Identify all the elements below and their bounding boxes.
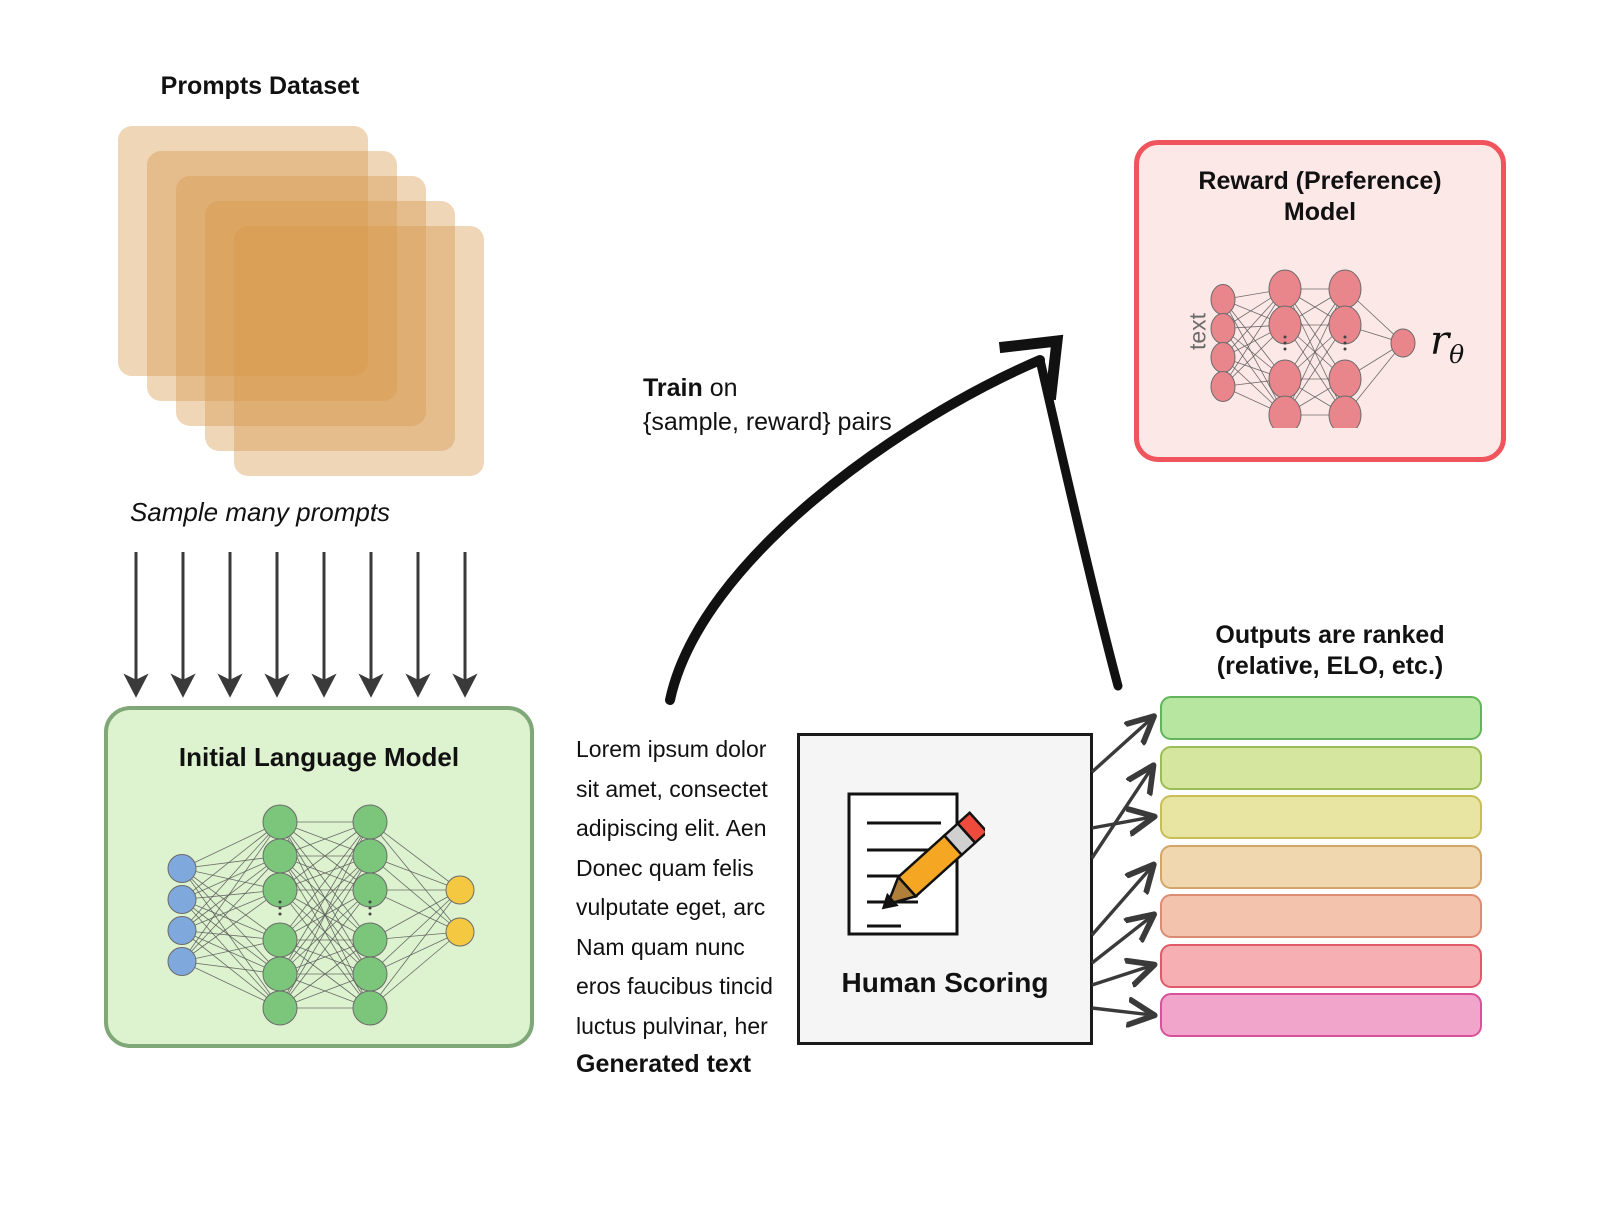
network-node xyxy=(1210,371,1236,402)
generated-text-line: sit amet, consectet xyxy=(576,775,768,802)
network-node xyxy=(262,990,298,1026)
generated-text-line: Lorem ipsum dolor xyxy=(576,736,767,762)
reward-output-symbol: rθ xyxy=(1430,318,1464,369)
network-ellipsis-dot xyxy=(1343,341,1347,345)
network-edge xyxy=(181,868,281,941)
ranked-output-bar[interactable] xyxy=(1160,795,1482,839)
generated-text-line: vulputate eget, arc xyxy=(576,894,766,921)
network-ellipsis-dot xyxy=(1283,341,1287,345)
generated-text-line: Nam quam nunc xyxy=(576,933,745,960)
network-edge xyxy=(369,931,461,1009)
prompt-card xyxy=(234,226,484,476)
network-edge xyxy=(181,868,281,1009)
network-node xyxy=(167,947,197,976)
prompts-dataset-stack xyxy=(118,126,488,476)
network-edge xyxy=(279,889,371,1009)
outputs-ranked-title: Outputs are ranked (relative, ELO, etc.) xyxy=(1150,620,1510,683)
reward-model-network-icon xyxy=(1210,269,1416,428)
sample-many-prompts-caption: Sample many prompts xyxy=(129,497,391,527)
network-edge xyxy=(181,821,281,869)
prompt-card xyxy=(118,126,368,376)
network-edge xyxy=(181,889,281,962)
ranked-output-bar[interactable] xyxy=(1160,844,1482,889)
network-edge xyxy=(181,821,281,900)
network-ellipsis-dot xyxy=(1283,335,1287,339)
network-node xyxy=(167,916,197,945)
generated-text-line: Donec quam felis xyxy=(576,854,754,881)
ranked-output-bar[interactable] xyxy=(1160,943,1482,988)
reward-model-title: Reward (Preference) Model xyxy=(1134,166,1506,229)
ranked-output-bar[interactable] xyxy=(1160,894,1482,938)
network-edge xyxy=(181,821,281,931)
generated-text-label: Generated text xyxy=(576,1050,752,1078)
network-node xyxy=(167,854,197,883)
ranked-output-bar[interactable] xyxy=(1160,993,1482,1037)
network-ellipsis-dot xyxy=(368,900,372,904)
network-edge xyxy=(181,961,281,1009)
network-edge xyxy=(369,821,461,933)
reward-model-box xyxy=(1134,140,1506,462)
network-ellipsis-dot xyxy=(278,906,282,910)
network-edge xyxy=(181,855,281,962)
network-edge xyxy=(181,855,281,900)
prompt-card xyxy=(147,151,397,401)
reward-symbol-theta: θ xyxy=(1449,340,1465,369)
network-ellipsis-dot xyxy=(368,912,372,916)
initial-language-model-title: Initial Language Model xyxy=(178,742,460,772)
network-node xyxy=(1268,395,1302,428)
network-node xyxy=(445,917,475,947)
network-ellipsis-dot xyxy=(1283,347,1287,351)
network-edge xyxy=(1222,299,1286,416)
prompts-dataset-title: Prompts Dataset xyxy=(160,72,360,100)
network-edge xyxy=(369,855,461,933)
network-node xyxy=(445,875,475,905)
prompt-card xyxy=(176,176,426,426)
generated-text-line: adipiscing elit. Aen xyxy=(576,815,767,842)
network-edge xyxy=(369,889,461,975)
language-model-network-icon xyxy=(167,804,475,1026)
human-scoring-label: Human Scoring xyxy=(841,967,1049,998)
network-node xyxy=(167,885,197,914)
reward-symbol-r: r xyxy=(1430,318,1450,364)
network-edge xyxy=(279,939,371,1009)
network-ellipsis-dot xyxy=(368,906,372,910)
ranked-output-bar[interactable] xyxy=(1160,745,1482,790)
generated-text-block: Lorem ipsum dolor sit amet, consectet adip… xyxy=(576,730,906,1046)
network-node xyxy=(352,990,388,1026)
network-edge xyxy=(181,821,281,962)
network-edge xyxy=(181,899,281,941)
generated-text-line: eros faucibus tincid xyxy=(576,973,773,1000)
network-ellipsis-dot xyxy=(278,912,282,916)
ranked-output-bar[interactable] xyxy=(1160,696,1482,740)
outputs-title-line2: (relative, ELO, etc.) xyxy=(1216,652,1444,681)
network-edge xyxy=(369,821,461,891)
network-ellipsis-dot xyxy=(278,900,282,904)
network-edge xyxy=(369,889,461,1009)
network-ellipsis-dot xyxy=(1343,347,1347,351)
generated-text-line: luctus pulvinar, her xyxy=(576,1012,768,1039)
network-edge xyxy=(1222,288,1286,387)
document-with-pencil-icon xyxy=(847,792,985,936)
network-ellipsis-dot xyxy=(1343,335,1347,339)
reward-model-title-line1: Reward (Preference) xyxy=(1198,167,1442,195)
outputs-title-line1: Outputs are ranked xyxy=(1215,621,1445,649)
network-edge xyxy=(181,855,281,931)
network-node xyxy=(1328,395,1362,428)
network-edge xyxy=(181,889,281,931)
prompt-card xyxy=(205,201,455,451)
network-node xyxy=(1390,328,1416,358)
network-edge xyxy=(279,821,371,941)
reward-model-title-line2: Model xyxy=(1283,198,1357,227)
network-edge xyxy=(279,821,371,891)
